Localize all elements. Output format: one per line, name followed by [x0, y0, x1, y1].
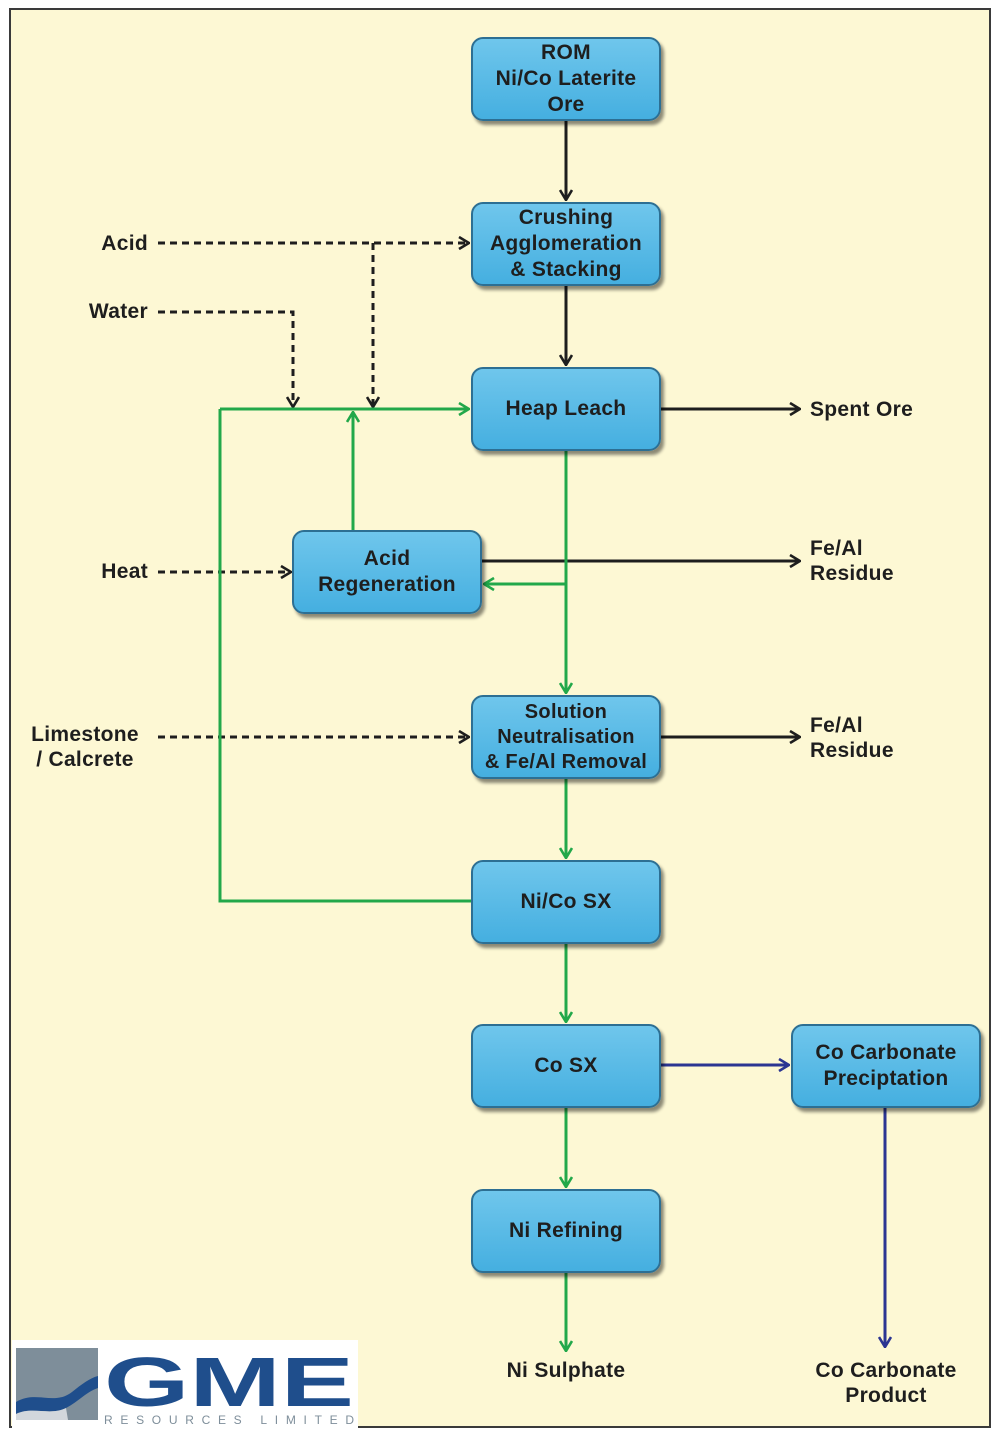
gme-resources-logo: GME RESOURCES LIMITED — [12, 1340, 358, 1428]
fe-al-residue-output-label-1: Fe/Al Residue — [810, 537, 894, 585]
co-carbonate-product-output-label: Co Carbonate Product — [815, 1359, 957, 1407]
edge-nico-sx-raffinate-recycle — [218, 409, 471, 903]
ni-sulphate-output-label: Ni Sulphate — [506, 1359, 626, 1382]
water-input-label: Water — [88, 300, 148, 323]
nico-sx-box: Ni/Co SX — [471, 860, 661, 944]
edge-water-to-heap-leach — [158, 310, 293, 407]
co-sx-box: Co SX — [471, 1024, 661, 1108]
ni-refining-box: Ni Refining — [471, 1189, 661, 1273]
gme-logo-wordmark: GME — [104, 1343, 354, 1421]
co-carbonate-precipitation-box: Co Carbonate Preciptation — [791, 1024, 981, 1108]
acid-input-label: Acid — [101, 232, 148, 255]
spent-ore-output-label: Spent Ore — [810, 398, 914, 421]
heat-input-label: Heat — [101, 560, 148, 583]
solution-neutralisation-box: Solution Neutralisation & Fe/Al Removal — [471, 695, 661, 779]
fe-al-residue-output-label-2: Fe/Al Residue — [810, 714, 894, 762]
rom-ore-box: ROM Ni/Co Laterite Ore — [471, 37, 661, 121]
acid-regeneration-box: Acid Regeneration — [292, 530, 482, 614]
crushing-box: Crushing Agglomeration & Stacking — [471, 202, 661, 286]
heap-leach-box: Heap Leach — [471, 367, 661, 451]
gme-logo-mark: GME RESOURCES LIMITED — [16, 1343, 354, 1427]
limestone-input-label: Limestone / Calcrete — [31, 723, 139, 771]
